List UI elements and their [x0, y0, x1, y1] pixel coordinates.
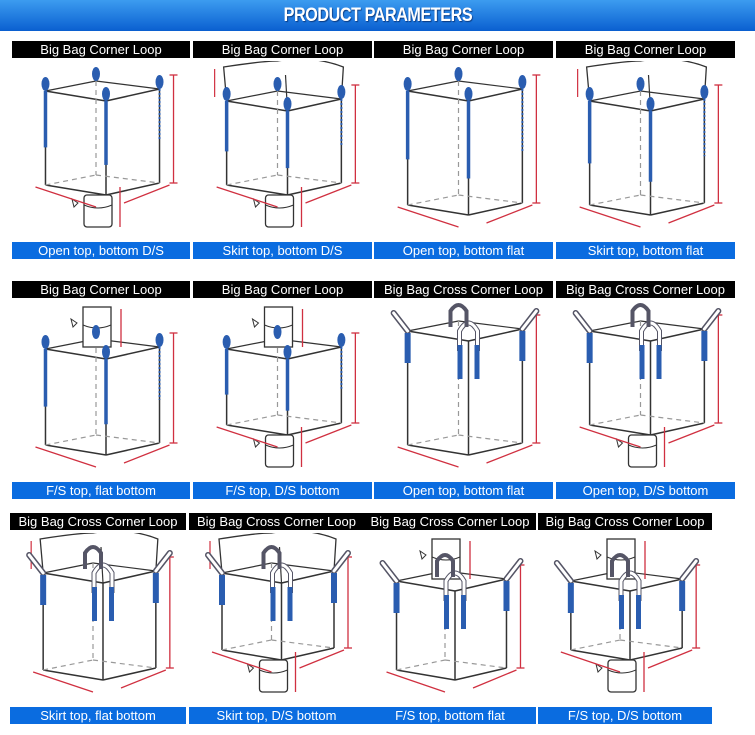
bag-config-label: F/S top, D/S bottom — [193, 482, 372, 499]
bag-type-card: Big Bag Corner Loop Open top, bottom D/S — [12, 41, 190, 259]
loop-type-header: Big Bag Corner Loop — [12, 281, 190, 298]
bag-config-label: Skirt top, bottom flat — [556, 242, 735, 259]
bag-type-card: Big Bag Corner Loop F/S top, flat bottom — [12, 281, 190, 499]
loop-type-header: Big Bag Cross Corner Loop — [538, 513, 712, 530]
loop-type-header: Big Bag Corner Loop — [12, 41, 190, 58]
loop-type-header: Big Bag Corner Loop — [374, 41, 553, 58]
loop-type-header: Big Bag Corner Loop — [556, 41, 735, 58]
bag-config-label: Open top, D/S bottom — [556, 482, 735, 499]
bag-diagram — [193, 61, 372, 233]
product-parameters-banner: PRODUCT PARAMETERS — [0, 0, 755, 31]
bag-config-label: Skirt top, flat bottom — [10, 707, 186, 724]
loop-type-header: Big Bag Corner Loop — [193, 281, 372, 298]
bag-type-card: Big Bag Cross Corner Loop Skirt top, D/S… — [189, 513, 364, 724]
bag-type-card: Big Bag Corner Loop Skirt top, bottom D/… — [193, 41, 372, 259]
loop-type-header: Big Bag Cross Corner Loop — [556, 281, 735, 298]
bag-type-card: Big Bag Cross Corner Loop F/S top, D/S b… — [538, 513, 712, 724]
loop-type-header: Big Bag Corner Loop — [193, 41, 372, 58]
banner-title: PRODUCT PARAMETERS — [283, 4, 472, 26]
loop-type-header: Big Bag Cross Corner Loop — [374, 281, 553, 298]
bag-config-label: Skirt top, bottom D/S — [193, 242, 372, 259]
bag-diagram — [364, 533, 536, 698]
bag-diagram — [374, 301, 553, 473]
loop-type-header: Big Bag Cross Corner Loop — [364, 513, 536, 530]
loop-type-header: Big Bag Cross Corner Loop — [10, 513, 186, 530]
bag-diagram — [12, 61, 190, 233]
bag-diagram — [374, 61, 553, 233]
bag-diagram — [10, 533, 186, 698]
bag-diagram — [193, 301, 372, 473]
bag-config-label: Open top, bottom flat — [374, 242, 553, 259]
bag-config-label: Skirt top, D/S bottom — [189, 707, 364, 724]
bag-diagram — [12, 301, 190, 473]
bag-type-card: Big Bag Cross Corner Loop Open top, bott… — [374, 281, 553, 499]
bag-config-label: F/S top, flat bottom — [12, 482, 190, 499]
bag-type-card: Big Bag Corner Loop Skirt top, bottom fl… — [556, 41, 735, 259]
bag-type-card: Big Bag Cross Corner Loop F/S top, botto… — [364, 513, 536, 724]
bag-diagram — [189, 533, 364, 698]
bag-config-label: Open top, bottom flat — [374, 482, 553, 499]
bag-diagram — [538, 533, 712, 698]
bag-diagram — [556, 301, 735, 473]
bag-type-card: Big Bag Cross Corner Loop Open top, D/S … — [556, 281, 735, 499]
bag-type-card: Big Bag Cross Corner Loop Skirt top, fla… — [10, 513, 186, 724]
bag-type-card: Big Bag Corner Loop Open top, bottom fla… — [374, 41, 553, 259]
bag-config-label: Open top, bottom D/S — [12, 242, 190, 259]
bag-type-card: Big Bag Corner Loop F/S top, D/S bottom — [193, 281, 372, 499]
loop-type-header: Big Bag Cross Corner Loop — [189, 513, 364, 530]
bag-config-label: F/S top, D/S bottom — [538, 707, 712, 724]
bag-diagram — [556, 61, 735, 233]
bag-config-label: F/S top, bottom flat — [364, 707, 536, 724]
